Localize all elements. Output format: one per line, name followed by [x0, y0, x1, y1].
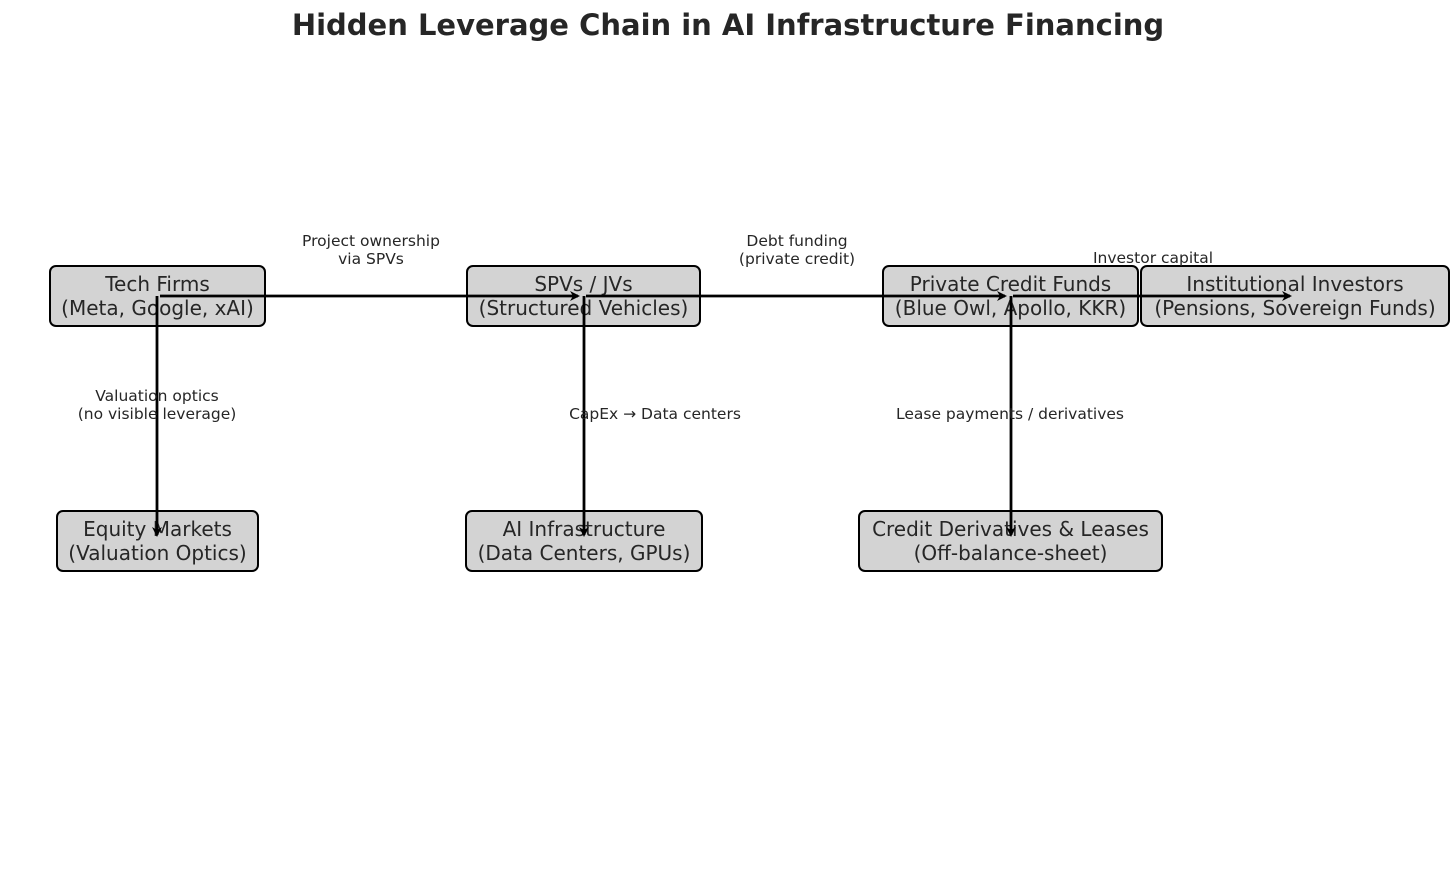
edge-label-capex: CapEx → Data centers	[569, 405, 741, 423]
edge-label-lease-payments-line1: Lease payments / derivatives	[895, 405, 1125, 423]
node-institutional-investors: Institutional Investors (Pensions, Sover…	[1140, 265, 1450, 327]
node-ai-infra-title: AI Infrastructure	[502, 517, 666, 541]
edge-label-project-ownership: Project ownership via SPVs	[302, 232, 440, 268]
edge-label-debt-funding-line1: Debt funding	[746, 232, 848, 250]
node-equity-markets: Equity Markets (Valuation Optics)	[56, 510, 259, 572]
node-ai-infrastructure: AI Infrastructure (Data Centers, GPUs)	[465, 510, 703, 572]
node-tech-firms: Tech Firms (Meta, Google, xAI)	[49, 265, 266, 327]
edge-label-valuation-optics: Valuation optics (no visible leverage)	[78, 387, 237, 423]
edge-label-valuation-optics-line1: Valuation optics	[95, 387, 219, 405]
edge-label-capex-line1: CapEx → Data centers	[569, 405, 741, 423]
node-equity-markets-subtitle: (Valuation Optics)	[68, 541, 247, 565]
node-credit-derivatives-subtitle: (Off-balance-sheet)	[913, 541, 1108, 565]
node-credit-derivatives-title: Credit Derivatives & Leases	[872, 517, 1149, 541]
edge-label-project-ownership-line2: via SPVs	[338, 250, 404, 268]
node-spvs-subtitle: (Structured Vehicles)	[478, 296, 689, 320]
edge-label-investor-capital-line1: Investor capital	[1092, 249, 1214, 267]
node-private-credit-funds: Private Credit Funds (Blue Owl, Apollo, …	[882, 265, 1139, 327]
node-institutional-title: Institutional Investors	[1186, 272, 1404, 296]
node-spvs: SPVs / JVs (Structured Vehicles)	[466, 265, 701, 327]
edge-label-debt-funding-line2: (private credit)	[738, 250, 856, 268]
node-private-credit-subtitle: (Blue Owl, Apollo, KKR)	[894, 296, 1127, 320]
edge-label-project-ownership-line1: Project ownership	[302, 232, 440, 250]
diagram-title: Hidden Leverage Chain in AI Infrastructu…	[291, 8, 1165, 42]
node-equity-markets-title: Equity Markets	[83, 517, 232, 541]
node-spvs-title: SPVs / JVs	[534, 272, 633, 296]
node-tech-firms-title: Tech Firms	[105, 272, 210, 296]
edge-label-lease-payments: Lease payments / derivatives	[896, 405, 1124, 423]
edge-label-debt-funding: Debt funding (private credit)	[739, 232, 855, 268]
node-tech-firms-subtitle: (Meta, Google, xAI)	[61, 296, 254, 320]
edge-label-investor-capital: Investor capital	[1093, 249, 1213, 267]
node-credit-derivatives: Credit Derivatives & Leases (Off-balance…	[858, 510, 1163, 572]
node-ai-infra-subtitle: (Data Centers, GPUs)	[477, 541, 691, 565]
edge-label-valuation-optics-line2: (no visible leverage)	[77, 405, 237, 423]
node-private-credit-title: Private Credit Funds	[909, 272, 1112, 296]
node-institutional-subtitle: (Pensions, Sovereign Funds)	[1154, 296, 1436, 320]
